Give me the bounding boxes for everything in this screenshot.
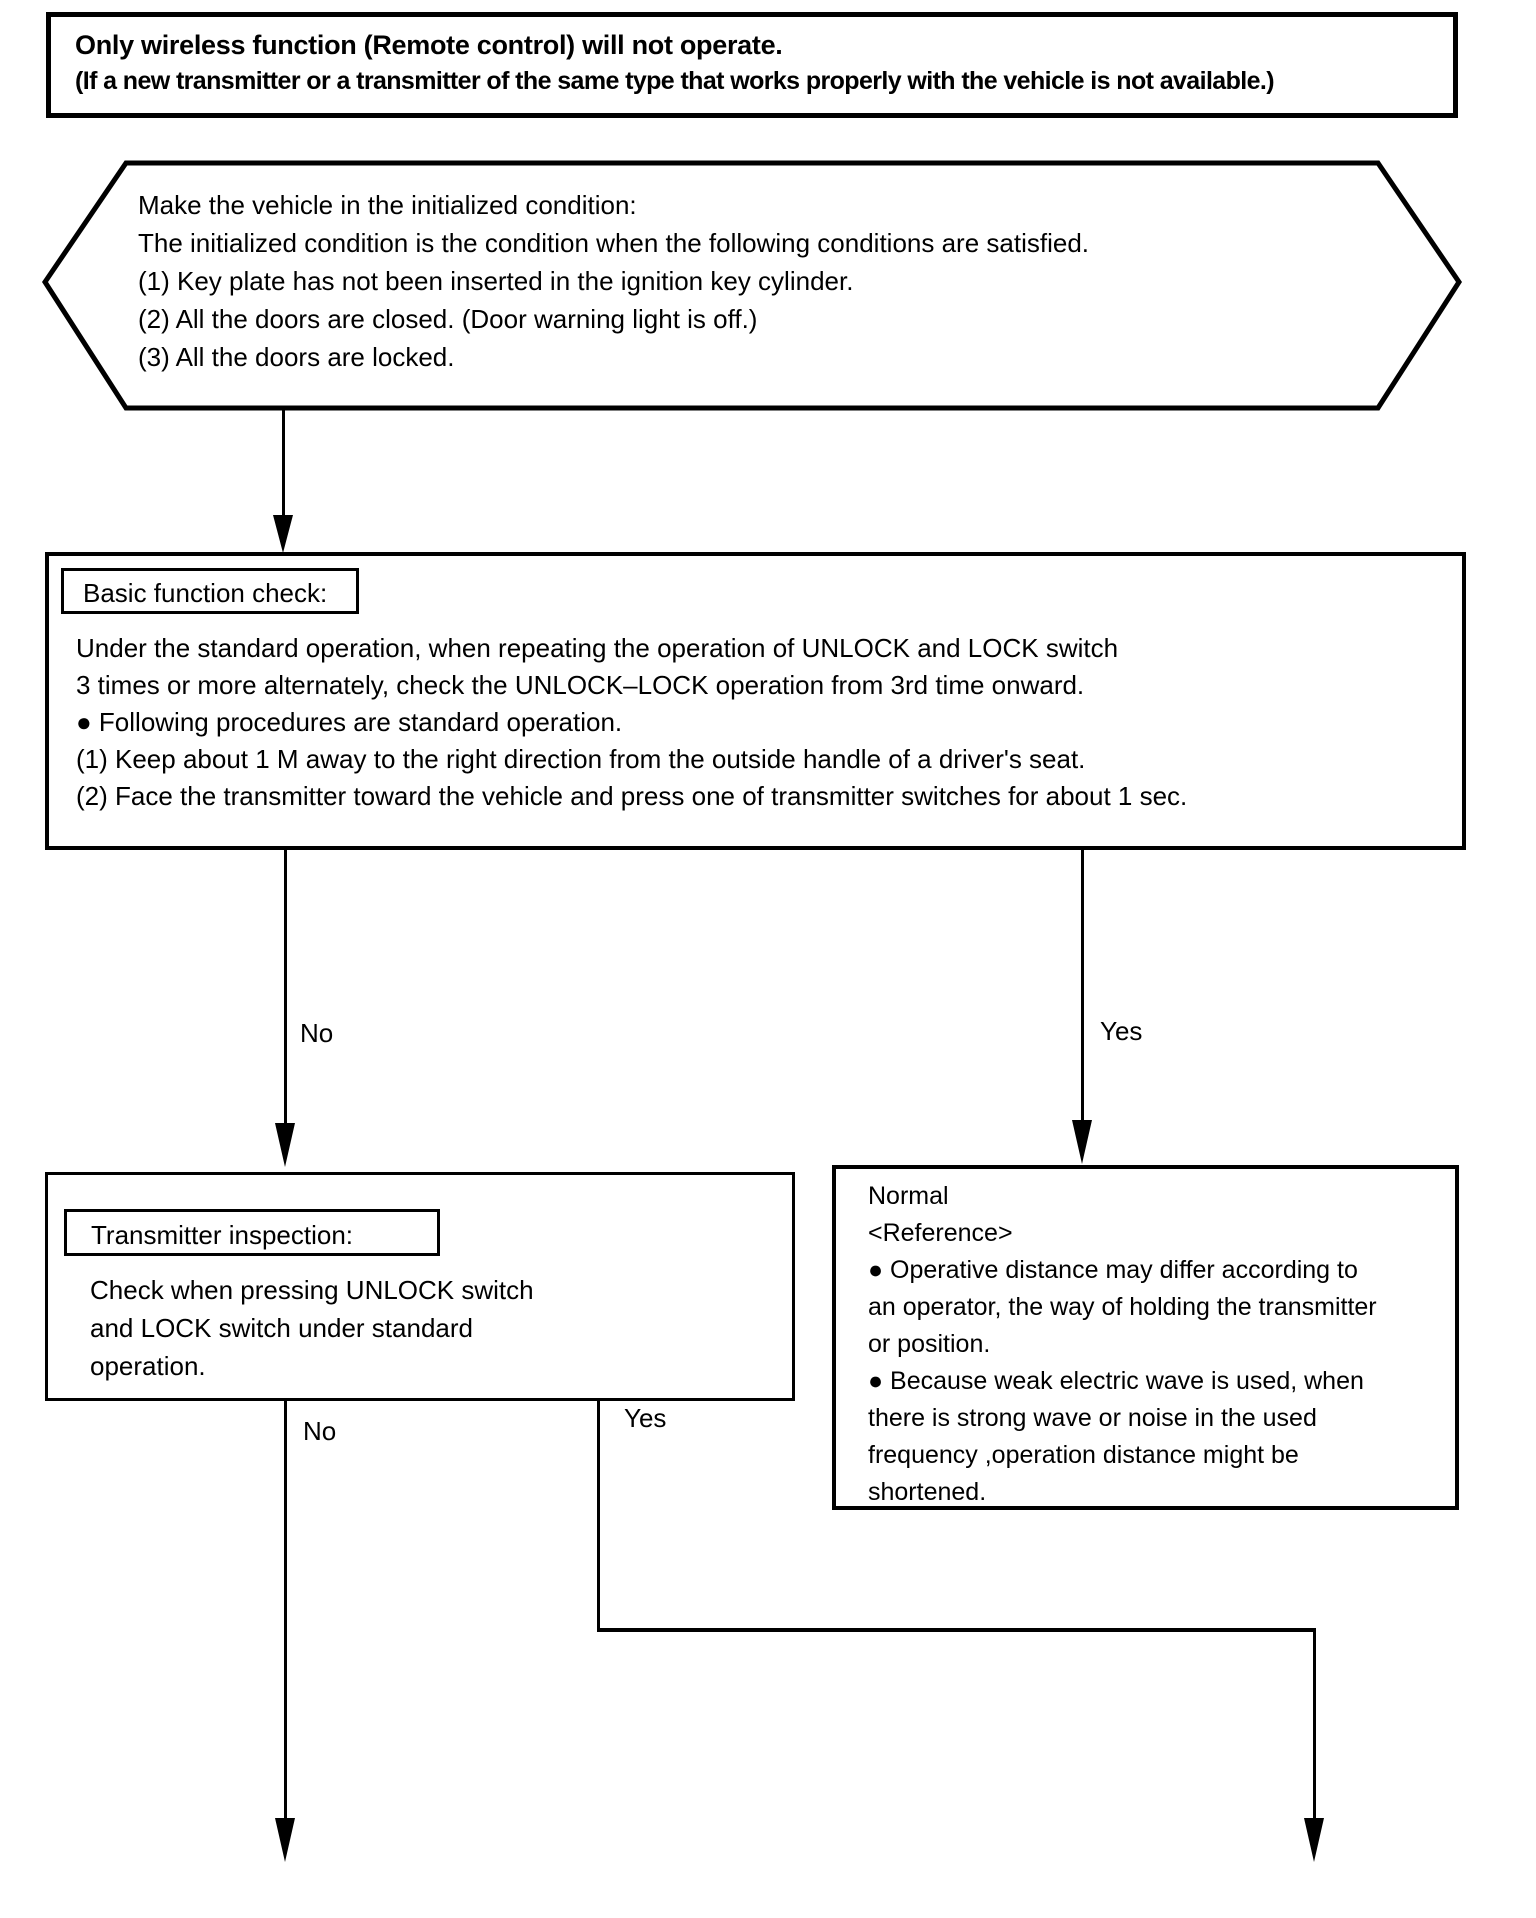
initialized-condition-text: Make the vehicle in the initialized cond… [138, 186, 1089, 376]
hexagon-text-line: (3) All the doors are locked. [138, 342, 455, 372]
basic-function-check-title-box: Basic function check: [61, 568, 359, 614]
normal-result-line: <Reference> [868, 1219, 1013, 1247]
normal-result-line: or position. [868, 1330, 991, 1358]
basic-check-line: (1) Keep about 1 M away to the right dir… [76, 744, 1086, 774]
normal-result-line: ● Because weak electric wave is used, wh… [868, 1367, 1364, 1395]
basic-check-line: 3 times or more alternately, check the U… [76, 670, 1085, 700]
arrowhead-down-icon [273, 515, 293, 553]
arrowhead-down-icon [275, 1123, 295, 1167]
normal-result-text: Normal <Reference> ● Operative distance … [868, 1178, 1377, 1511]
branch-label-yes: Yes [1100, 1016, 1143, 1046]
normal-result-line: there is strong wave or noise in the use… [868, 1404, 1317, 1432]
transmitter-inspection-line: operation. [90, 1351, 206, 1381]
transmitter-inspection-title: Transmitter inspection: [91, 1220, 354, 1250]
transmitter-inspection-line: and LOCK switch under standard [90, 1313, 473, 1343]
basic-function-check-text: Under the standard operation, when repea… [76, 630, 1187, 815]
problem-statement-box: Only wireless function (Remote control) … [46, 12, 1458, 118]
branch-label-no: No [300, 1018, 334, 1048]
hexagon-text-line: (1) Key plate has not been inserted in t… [138, 266, 854, 296]
normal-result-line: frequency ,operation distance might be [868, 1441, 1299, 1469]
transmitter-inspection-line: Check when pressing UNLOCK switch [90, 1275, 534, 1305]
basic-check-line: Under the standard operation, when repea… [76, 633, 1119, 663]
branch-label-yes: Yes [624, 1403, 667, 1433]
normal-result-line: an operator, the way of holding the tran… [868, 1293, 1377, 1321]
connector-transmitter-no [284, 1399, 287, 1819]
arrowhead-down-icon [1304, 1818, 1324, 1862]
transmitter-inspection-title-box: Transmitter inspection: [64, 1209, 440, 1256]
basic-function-check-title: Basic function check: [83, 578, 328, 608]
hexagon-text-line: (2) All the doors are closed. (Door warn… [138, 304, 758, 334]
hexagon-text-line: Make the vehicle in the initialized cond… [138, 190, 637, 220]
connector-transmitter-yes-vertical [597, 1399, 600, 1632]
normal-result-line: shortened. [868, 1478, 987, 1506]
arrowhead-down-icon [1072, 1120, 1092, 1164]
arrowhead-down-icon [275, 1818, 295, 1862]
connector-hexagon-to-basic [282, 406, 285, 521]
branch-label-no: No [303, 1416, 337, 1446]
normal-result-line: Normal [868, 1182, 949, 1210]
problem-line-2: (If a new transmitter or a transmitter o… [75, 67, 1275, 95]
normal-result-box [832, 1165, 1459, 1510]
basic-check-line: (2) Face the transmitter toward the vehi… [76, 781, 1188, 811]
connector-transmitter-yes-horizontal [597, 1628, 1316, 1632]
problem-line-1: Only wireless function (Remote control) … [75, 30, 783, 60]
connector-transmitter-yes-down [1313, 1628, 1316, 1820]
connector-basic-yes [1081, 848, 1084, 1121]
transmitter-inspection-text: Check when pressing UNLOCK switch and LO… [90, 1271, 534, 1385]
connector-basic-no [284, 848, 287, 1124]
hexagon-text-line: The initialized condition is the conditi… [138, 228, 1090, 258]
basic-check-line: ● Following procedures are standard oper… [76, 707, 623, 737]
normal-result-line: ● Operative distance may differ accordin… [868, 1256, 1358, 1284]
